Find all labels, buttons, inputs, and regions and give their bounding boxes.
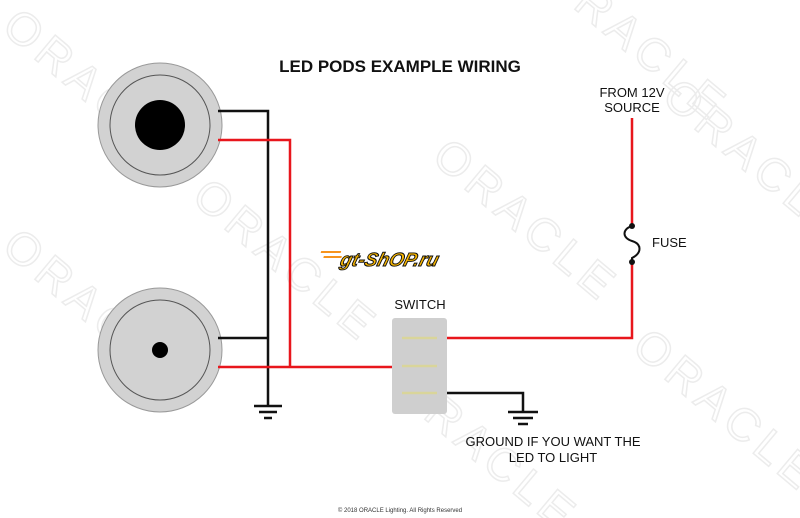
ground-label-line1: GROUND IF YOU WANT THE — [465, 434, 640, 449]
logo-text: gt-ShOP.ru — [337, 250, 441, 271]
ground-label-line2: LED TO LIGHT — [509, 450, 597, 465]
led-pod-2 — [97, 287, 223, 413]
source-label-line1: FROM 12V — [599, 85, 664, 100]
switch-label: SWITCH — [394, 297, 445, 312]
led-pod-1 — [97, 62, 223, 188]
ground-wire-pod1 — [218, 109, 270, 405]
fuse-icon — [623, 223, 641, 265]
ground-symbol-right — [508, 410, 538, 426]
watermark: ORACLE — [624, 318, 800, 503]
watermark: ORACLE — [424, 128, 630, 313]
source-label-line2: SOURCE — [604, 100, 660, 115]
diagram-title: LED PODS EXAMPLE WIRING — [279, 57, 521, 76]
fuse-label: FUSE — [652, 235, 687, 250]
wires — [218, 109, 634, 412]
switch — [392, 318, 447, 414]
power-wire-pod1 — [218, 138, 292, 367]
gt-shop-logo: gt-ShOP.ru — [320, 250, 442, 271]
copyright: © 2018 ORACLE Lighting. All Rights Reser… — [338, 507, 462, 514]
ground-symbol-left — [254, 404, 282, 420]
power-wire-switch-fuse — [437, 262, 634, 340]
switch-ground-wire — [437, 391, 525, 412]
